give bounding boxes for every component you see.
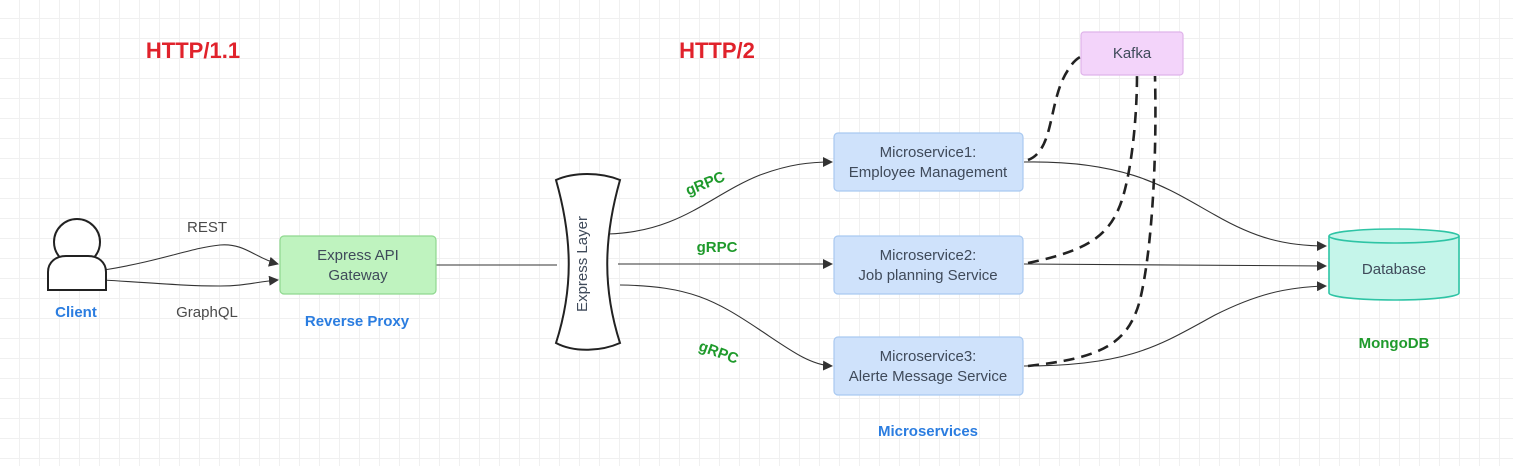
microservice-1-subtitle: Employee Management <box>849 164 1008 181</box>
ms2-to-db-edge <box>1023 260 1327 271</box>
microservice-2-box[interactable]: Microservice2: Job planning Service <box>833 235 1024 295</box>
express-layer-shape[interactable]: Express Layer <box>554 173 622 351</box>
rest-edge <box>103 244 279 271</box>
kafka-label: Kafka <box>1113 45 1152 62</box>
microservice-3-subtitle: Alerte Message Service <box>849 368 1007 385</box>
microservice-2-title: Microservice2: <box>880 247 977 264</box>
kafka-to-ms3-edge <box>1027 75 1157 368</box>
rest-edge-label: REST <box>187 219 227 236</box>
mongodb-caption: MongoDB <box>1359 335 1430 352</box>
connectors <box>103 52 1327 371</box>
microservice-3-title: Microservice3: <box>880 348 977 365</box>
ms1-to-db-edge <box>1023 161 1327 251</box>
grpc-label-2: gRPC <box>697 239 738 256</box>
express-layer-label: Express Layer <box>574 216 591 312</box>
ms3-to-db-edge <box>1023 281 1327 367</box>
reverse-proxy-caption: Reverse Proxy <box>305 313 410 330</box>
protocol-http11-label: HTTP/1.1 <box>146 38 240 63</box>
client-label: Client <box>55 304 97 321</box>
microservice-3-box[interactable]: Microservice3: Alerte Message Service <box>833 336 1024 396</box>
grpc-edge-1 <box>607 157 833 235</box>
express-api-gateway-box[interactable]: Express API Gateway <box>279 235 437 295</box>
microservice-1-title: Microservice1: <box>880 144 977 161</box>
microservice-1-box[interactable]: Microservice1: Employee Management <box>833 132 1024 192</box>
microservices-caption: Microservices <box>878 423 978 440</box>
kafka-to-ms2-edge <box>1027 75 1139 265</box>
kafka-to-ms1-edge <box>1027 52 1091 162</box>
microservice-2-subtitle: Job planning Service <box>858 267 997 284</box>
gateway-label-line1: Express API <box>317 247 399 264</box>
graphql-edge <box>103 275 279 287</box>
database-cylinder[interactable]: Database <box>1328 228 1460 301</box>
database-label: Database <box>1362 261 1426 278</box>
kafka-box[interactable]: Kafka <box>1080 31 1184 76</box>
graphql-edge-label: GraphQL <box>176 304 238 321</box>
protocol-http2-label: HTTP/2 <box>679 38 755 63</box>
gateway-label-line2: Gateway <box>328 267 388 284</box>
client-user-icon[interactable] <box>47 218 107 291</box>
grpc-edge-3 <box>619 284 833 371</box>
grpc-label-3: gRPC <box>696 338 740 368</box>
